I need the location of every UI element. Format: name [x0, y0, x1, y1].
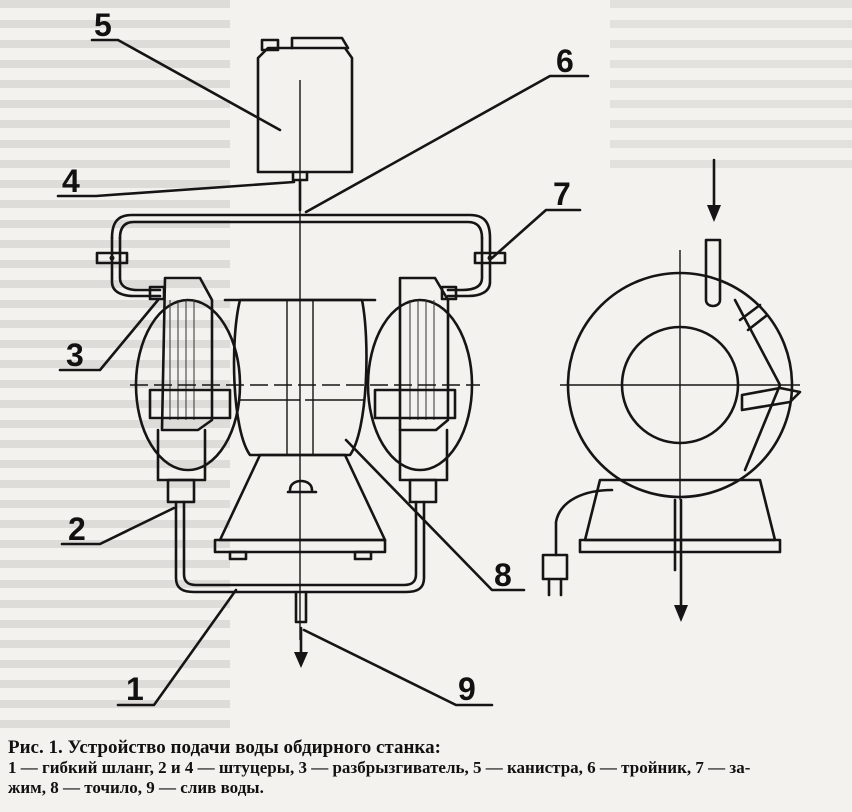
callout-4: 4	[62, 163, 80, 199]
background-text-right	[610, 0, 852, 170]
callout-1: 1	[126, 671, 144, 707]
leader-lines	[56, 38, 590, 707]
callout-8: 8	[494, 557, 512, 593]
left-wheel-guard	[134, 276, 300, 504]
callout-3: 3	[66, 337, 84, 373]
callout-2: 2	[68, 511, 86, 547]
callout-6: 6	[556, 43, 574, 79]
grinder-body	[223, 298, 377, 457]
callout-5: 5	[94, 7, 112, 43]
canister	[256, 36, 354, 182]
background-text-left	[0, 0, 230, 735]
callout-7: 7	[553, 176, 571, 212]
callout-9: 9	[458, 671, 476, 707]
side-view-grinder	[541, 158, 802, 622]
figure-caption: Рис. 1. Устройство подачи воды обдирного…	[8, 738, 844, 798]
caption-title: Рис. 1. Устройство подачи воды обдирного…	[8, 737, 441, 758]
feed-pipe	[95, 178, 507, 301]
grinder-water-feed-diagram: 5 4 6 7 3 2 8 1 9	[56, 7, 802, 707]
right-wheel-guard	[305, 276, 474, 504]
caption-line-2: жим, 8 — точило, 9 — слив воды.	[8, 778, 264, 797]
caption-line-1: 1 — гибкий шланг, 2 и 4 — штуцеры, 3 — р…	[8, 758, 751, 777]
drain-hose	[174, 500, 426, 668]
